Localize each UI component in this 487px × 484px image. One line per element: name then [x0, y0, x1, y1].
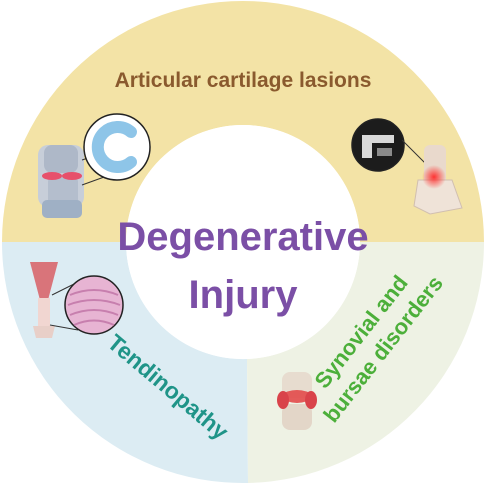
segment-top-label: Articular cartilage lasions — [115, 69, 372, 92]
muscle-tendon-icon — [30, 262, 58, 338]
knee-joint-icon — [38, 145, 84, 218]
synovial-joint-icon — [277, 372, 317, 430]
segment-left — [1, 242, 248, 484]
cartilage-c-icon — [83, 113, 151, 181]
center-circle — [126, 125, 360, 359]
segment-top — [2, 1, 484, 242]
tendon-tissue-icon — [64, 275, 124, 335]
ankle-xray-icon — [351, 118, 405, 172]
foot-ankle-icon — [413, 145, 463, 215]
center-title-line1: Degenerative — [117, 215, 368, 259]
center-title-line2: Injury — [189, 273, 299, 317]
